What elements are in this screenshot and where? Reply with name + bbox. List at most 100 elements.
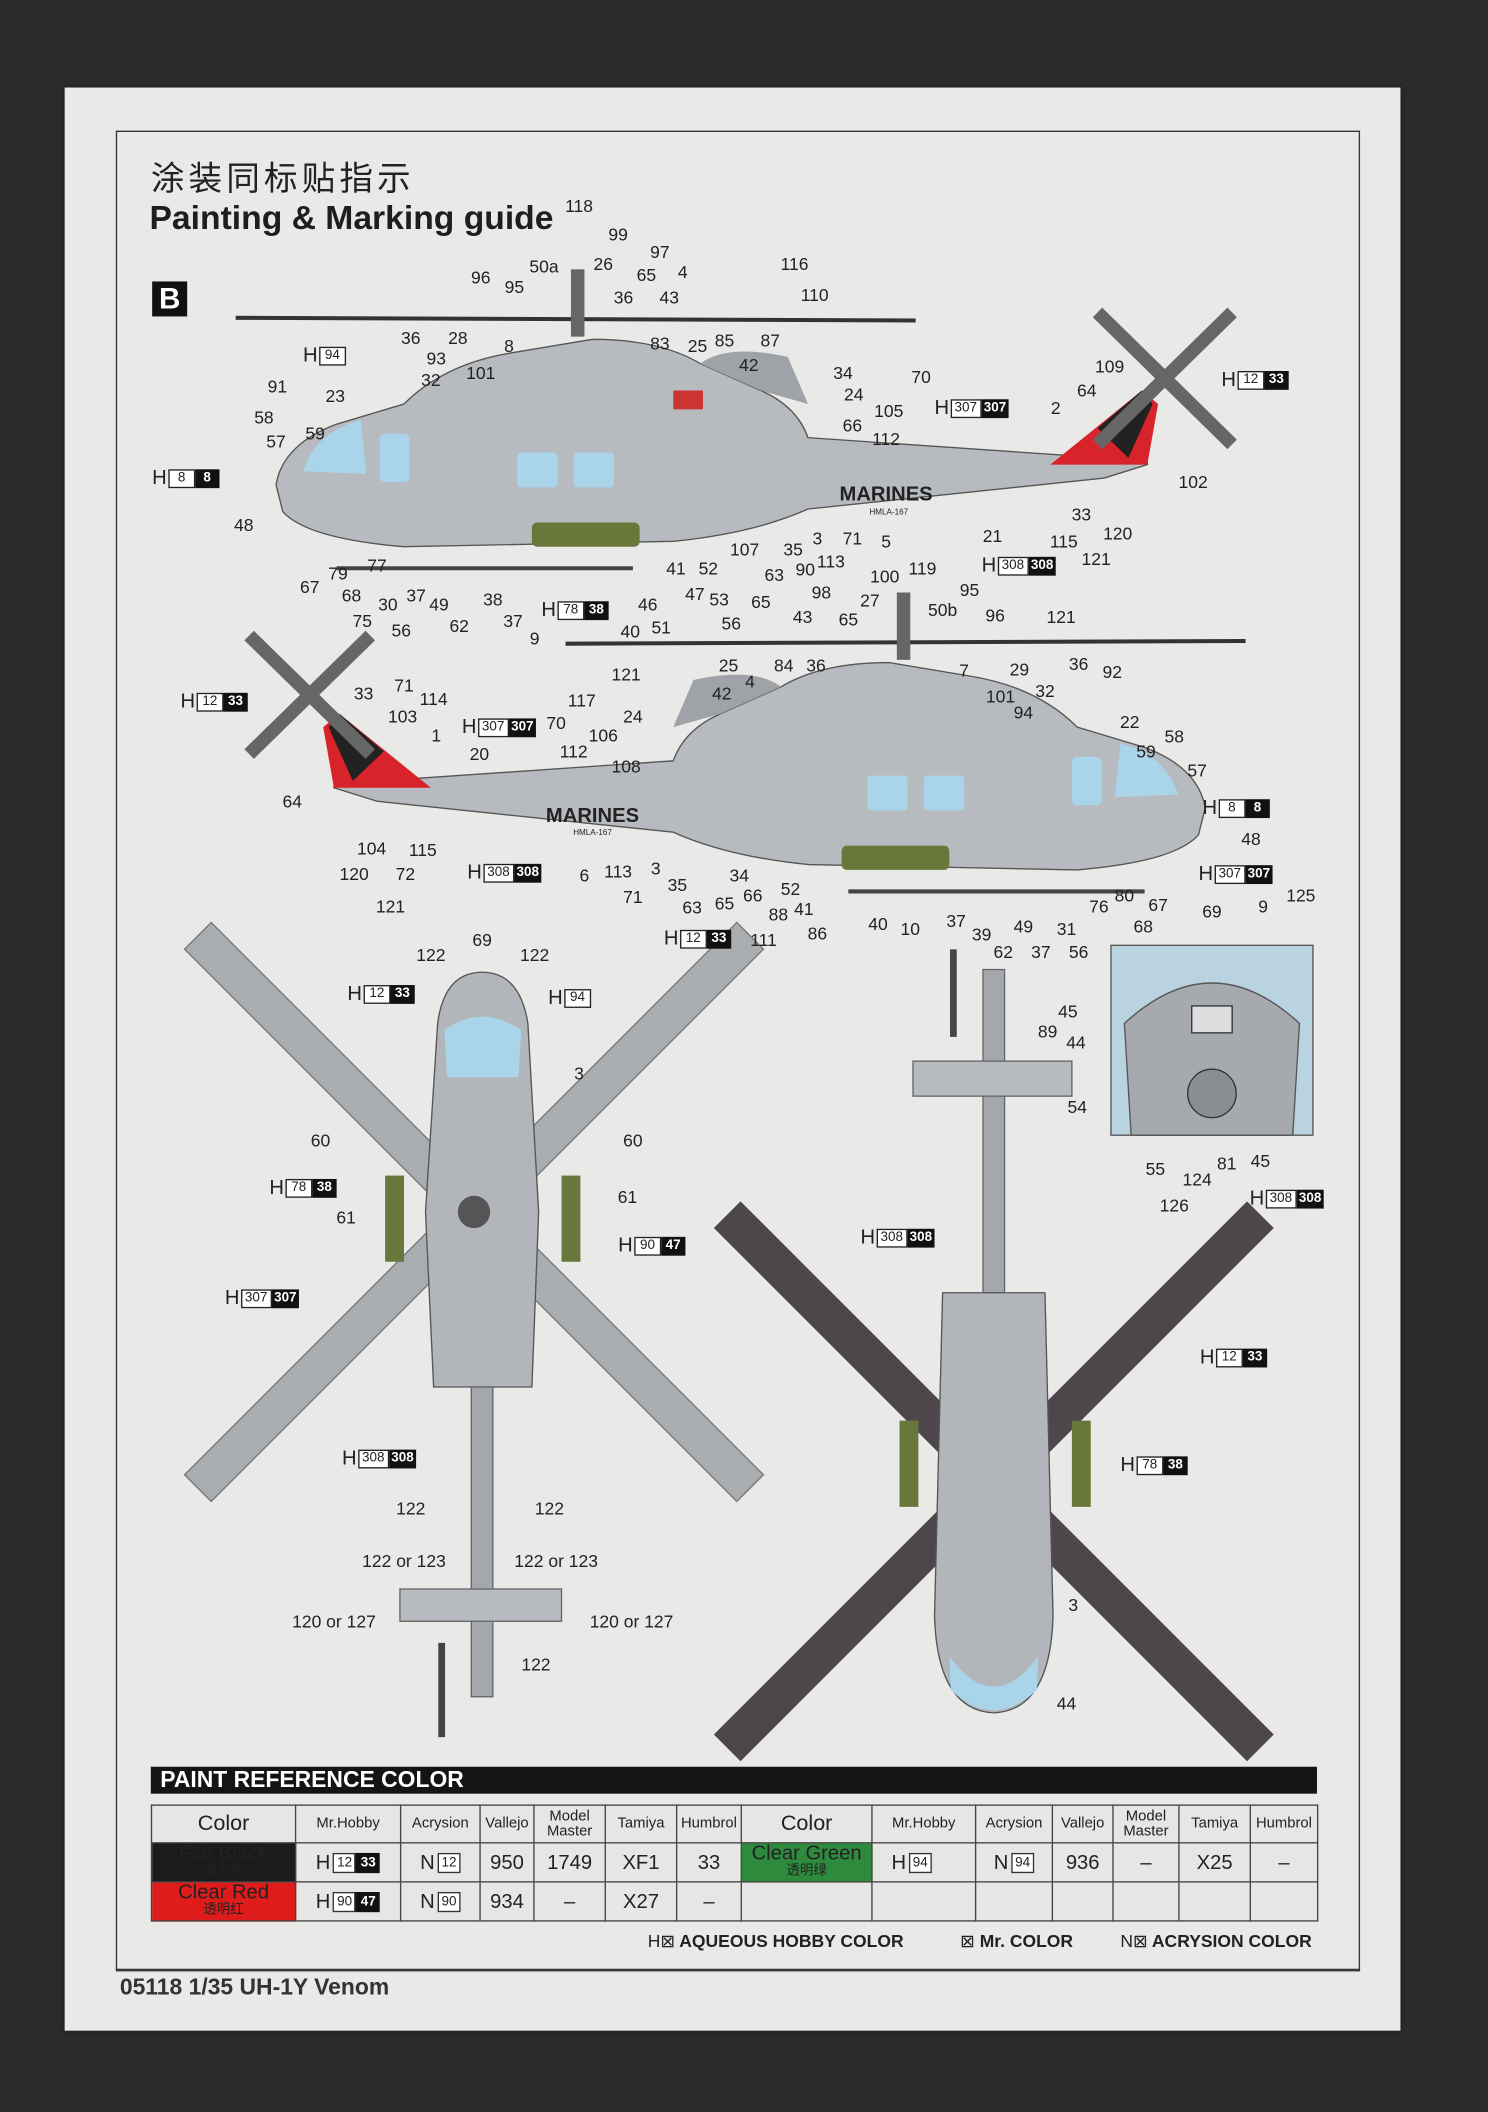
part-number-callout: 32: [421, 369, 441, 390]
part-number-callout: 35: [667, 874, 688, 895]
part-number-callout: 89: [1037, 1021, 1058, 1042]
column-header-color: Color: [150, 1804, 297, 1844]
part-number-callout: 37: [946, 910, 966, 932]
tamiya-code: XF1: [604, 1842, 678, 1883]
part-number-callout: 114: [419, 688, 448, 709]
paint-prefix: H: [302, 344, 318, 367]
n-prefix: N: [420, 1889, 435, 1913]
part-number-callout: 107: [730, 539, 760, 560]
rotor-hub: [457, 1195, 491, 1229]
part-number-callout: 40: [620, 621, 640, 642]
part-number-callout: 70: [546, 713, 566, 734]
part-number-callout: 38: [483, 589, 503, 610]
legend-aqueous: H⊠ AQUEOUS HOBBY COLOR: [648, 1931, 904, 1953]
part-number-callout: 36: [400, 327, 421, 349]
rocket-pod: [561, 1175, 581, 1262]
footer-model-title: 05118 1/35 UH-1Y Venom: [119, 1974, 390, 2000]
part-number-callout: 91: [267, 376, 288, 397]
paint-prefix: H: [548, 986, 563, 1010]
rocket-pod: [899, 1420, 919, 1507]
part-number-callout: 44: [1066, 1032, 1086, 1053]
part-number-callout: 9: [529, 628, 540, 649]
column-header-model_master: Model Master: [533, 1804, 606, 1844]
paint-code-number: 307: [477, 717, 509, 737]
rotor-mast: [570, 269, 585, 337]
paint-code-number: 12: [1237, 370, 1265, 390]
paint-code-number: 308: [997, 556, 1029, 575]
part-number-callout: 27: [860, 590, 880, 611]
part-number-callout: 117: [567, 690, 596, 711]
mr-color-number: 33: [390, 984, 415, 1004]
h-number: 94: [908, 1852, 932, 1873]
paint-code-number: 308: [357, 1448, 389, 1468]
paint-prefix: H: [541, 598, 556, 622]
mr-color-number: 307: [981, 398, 1009, 418]
paint-code-number: 94: [564, 988, 591, 1008]
part-number-callout: 33: [353, 683, 374, 704]
part-number-callout: 121: [375, 896, 406, 917]
paint-code-number: 90: [634, 1236, 661, 1256]
part-number-callout: 121: [611, 664, 641, 685]
part-number-callout: 45: [1058, 1001, 1078, 1022]
mr-color-number: 307: [271, 1288, 300, 1308]
mr-color-number: 38: [312, 1178, 337, 1198]
model-master-code: 1749: [533, 1842, 606, 1883]
part-number-callout: 23: [325, 385, 346, 406]
part-number-callout: 55: [1145, 1158, 1166, 1179]
part-number-callout: 121: [1081, 548, 1111, 569]
legend-mr-color: ⊠ Mr. COLOR: [960, 1931, 1073, 1953]
paint-prefix: H: [180, 690, 196, 714]
paint-prefix: H: [1120, 1453, 1135, 1477]
mr-color-number: 33: [706, 929, 731, 949]
part-number-callout: 64: [1076, 380, 1097, 401]
legend-acrysion: N⊠ ACRYSION COLOR: [1120, 1931, 1311, 1953]
part-number-callout: 79: [328, 563, 348, 584]
tail-rotor: [1092, 307, 1237, 450]
h-prefix: H: [891, 1850, 907, 1874]
mr-color-number: 308: [388, 1448, 417, 1468]
paint-code-number: 78: [1136, 1455, 1164, 1475]
part-number-callout: 30: [378, 594, 398, 615]
bottom-view: [713, 949, 1274, 1762]
part-number-callout: 109: [1094, 356, 1125, 377]
part-number-callout: 3: [574, 1063, 584, 1084]
tamiya-code: X25: [1178, 1842, 1251, 1883]
part-number-callout: 98: [811, 582, 832, 603]
paint-prefix: H: [934, 396, 950, 420]
red-marking: [673, 390, 703, 410]
mr-color-number: 308: [1028, 556, 1057, 575]
part-number-callout: 69: [1202, 901, 1222, 922]
tail-boom: [470, 1386, 494, 1698]
mr-color-number: 307: [508, 717, 537, 737]
part-number-callout: 10: [900, 919, 921, 940]
part-number-callout: 61: [617, 1187, 638, 1208]
part-number-callout: 101: [985, 686, 1016, 707]
paint-prefix: H: [467, 861, 482, 885]
part-number-callout: 119: [908, 558, 937, 579]
paint-prefix: H: [981, 554, 997, 578]
paint-prefix: H: [1198, 862, 1214, 886]
part-number-callout: 3: [1068, 1595, 1079, 1616]
column-header-color: Color: [740, 1804, 873, 1844]
paint-code-number: 12: [679, 929, 707, 949]
part-number-callout: 122: [534, 1498, 565, 1519]
part-number-callout: 41: [666, 558, 686, 579]
part-number-callout: 120: [339, 863, 369, 885]
part-number-callout: 24: [623, 706, 643, 727]
mr-color-number: 308: [1296, 1189, 1325, 1208]
model-master-code: –: [533, 1881, 606, 1922]
part-number-callout: 35: [783, 539, 803, 560]
part-number-callout: 120 or 127: [292, 1611, 376, 1632]
part-number-callout: 37: [503, 610, 523, 631]
